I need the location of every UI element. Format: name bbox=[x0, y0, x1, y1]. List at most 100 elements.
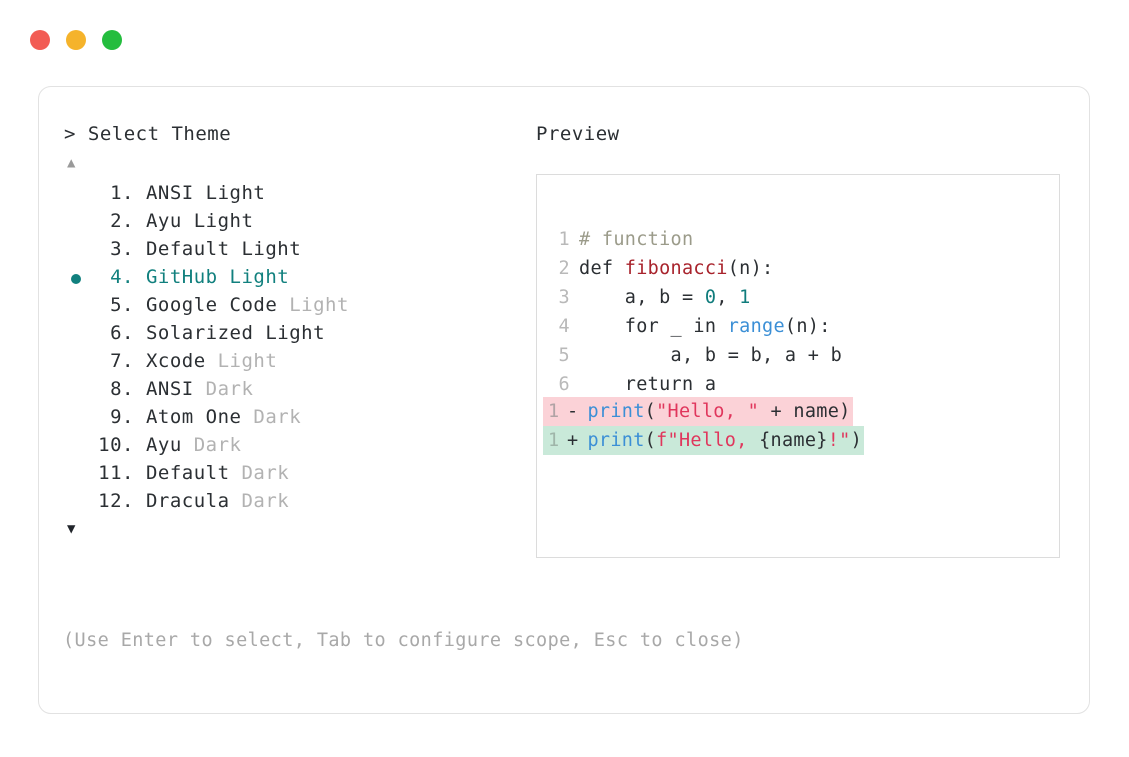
theme-item-number: 3. bbox=[110, 238, 134, 260]
diff-sign: - bbox=[567, 401, 579, 422]
theme-list-item[interactable]: 11. Default Dark bbox=[64, 459, 524, 487]
theme-item-variant: Light bbox=[193, 210, 254, 232]
diff-line-added: 1 + print(f"Hello, {name}!") bbox=[543, 426, 865, 455]
code-line: 5 a, b = b, a + b bbox=[554, 341, 842, 370]
keyboard-hint: (Use Enter to select, Tab to configure s… bbox=[63, 630, 744, 651]
theme-item-number: 6. bbox=[110, 322, 134, 344]
code-line: 4 for _ in range(n): bbox=[554, 312, 842, 341]
code-token: (n): bbox=[784, 316, 831, 337]
theme-item-variant: Light bbox=[229, 266, 290, 288]
theme-item-variant: Dark bbox=[253, 406, 302, 428]
code-line-number: 4 bbox=[558, 316, 570, 337]
theme-list-item[interactable]: 3. Default Light bbox=[64, 235, 524, 263]
theme-item-variant: Dark bbox=[241, 490, 290, 512]
diff-token: + name) bbox=[759, 401, 851, 422]
theme-list-item[interactable]: 5. Google Code Light bbox=[64, 291, 524, 319]
theme-list-item[interactable]: 8. ANSI Dark bbox=[64, 375, 524, 403]
theme-item-name: ANSI bbox=[134, 182, 206, 204]
code-token: def bbox=[579, 258, 625, 279]
theme-item-number: 10. bbox=[98, 434, 134, 456]
theme-item-variant: Light bbox=[265, 322, 326, 344]
diff-line-number: 1 bbox=[548, 430, 560, 451]
theme-list-item[interactable]: 12. Dracula Dark bbox=[64, 487, 524, 515]
code-line: 1 # function bbox=[554, 225, 842, 254]
code-line: 6 return a bbox=[554, 370, 842, 399]
code-line-number: 3 bbox=[558, 287, 570, 308]
diff-sample: 1-print("Hello, " + name)1+print(f"Hello… bbox=[543, 397, 865, 455]
theme-list-item[interactable]: 7. Xcode Light bbox=[64, 347, 524, 375]
code-line: 2 def fibonacci(n): bbox=[554, 254, 842, 283]
theme-item-variant: Dark bbox=[205, 378, 254, 400]
theme-item-number: 1. bbox=[110, 182, 134, 204]
theme-item-number: 9. bbox=[110, 406, 134, 428]
diff-token: print bbox=[587, 401, 645, 422]
diff-token: {name} bbox=[759, 430, 828, 451]
theme-item-number: 8. bbox=[110, 378, 134, 400]
window-traffic-lights bbox=[30, 30, 122, 50]
theme-item-number: 12. bbox=[98, 490, 134, 512]
theme-list-item[interactable]: 9. Atom One Dark bbox=[64, 403, 524, 431]
theme-item-name: Ayu bbox=[134, 210, 194, 232]
theme-item-name: Solarized bbox=[134, 322, 266, 344]
code-line: 3 a, b = 0, 1 bbox=[554, 283, 842, 312]
diff-token: !" bbox=[827, 430, 851, 451]
code-token: return a bbox=[579, 374, 717, 395]
code-token: # function bbox=[579, 229, 694, 250]
code-line-number: 2 bbox=[558, 258, 570, 279]
code-token: fibonacci bbox=[624, 258, 728, 279]
theme-list-item[interactable]: 6. Solarized Light bbox=[64, 319, 524, 347]
selected-bullet-icon bbox=[71, 274, 81, 284]
theme-item-name: Xcode bbox=[134, 350, 218, 372]
diff-token: f"Hello, bbox=[656, 430, 760, 451]
close-window-button[interactable] bbox=[30, 30, 50, 50]
diff-sign: + bbox=[567, 430, 579, 451]
code-line-number: 1 bbox=[558, 229, 570, 250]
theme-item-name: GitHub bbox=[134, 266, 230, 288]
theme-item-variant: Light bbox=[217, 350, 278, 372]
theme-list-item[interactable]: 2. Ayu Light bbox=[64, 207, 524, 235]
theme-item-variant: Light bbox=[289, 294, 349, 316]
code-line-number: 5 bbox=[558, 345, 570, 366]
code-token: (n): bbox=[727, 258, 774, 279]
theme-item-variant: Dark bbox=[193, 434, 242, 456]
preview-label: Preview bbox=[536, 123, 620, 145]
code-token: a, b = bbox=[579, 287, 705, 308]
code-line-number: 6 bbox=[558, 374, 570, 395]
code-token: 0 bbox=[704, 287, 717, 308]
theme-item-variant: Dark bbox=[241, 462, 290, 484]
minimize-window-button[interactable] bbox=[66, 30, 86, 50]
scroll-down-icon[interactable]: ▼ bbox=[67, 521, 76, 537]
theme-item-name: Atom One bbox=[134, 406, 254, 428]
theme-item-number: 2. bbox=[110, 210, 134, 232]
code-token: a, b = b, a + b bbox=[579, 345, 843, 366]
theme-item-variant: Light bbox=[241, 238, 302, 260]
theme-item-number: 7. bbox=[110, 350, 134, 372]
diff-token: ( bbox=[644, 430, 657, 451]
diff-token: ) bbox=[850, 430, 863, 451]
theme-list-item[interactable]: 1. ANSI Light bbox=[64, 179, 524, 207]
theme-item-name: Dracula bbox=[134, 490, 242, 512]
diff-line-number: 1 bbox=[548, 401, 560, 422]
theme-list-item[interactable]: 4. GitHub Light bbox=[64, 263, 524, 291]
theme-list-item[interactable]: 10. Ayu Dark bbox=[64, 431, 524, 459]
maximize-window-button[interactable] bbox=[102, 30, 122, 50]
code-token: 1 bbox=[739, 287, 751, 308]
code-token: for _ in bbox=[579, 316, 728, 337]
theme-item-name: Google Code bbox=[134, 294, 290, 316]
page-title: > Select Theme bbox=[64, 123, 232, 145]
code-token: range bbox=[727, 316, 785, 337]
theme-item-name: Default bbox=[134, 238, 242, 260]
theme-item-name: ANSI bbox=[134, 378, 206, 400]
scroll-up-icon[interactable]: ▲ bbox=[67, 155, 76, 171]
diff-token: "Hello, " bbox=[656, 401, 760, 422]
diff-token: ( bbox=[644, 401, 657, 422]
theme-item-number: 5. bbox=[110, 294, 134, 316]
diff-token: print bbox=[587, 430, 645, 451]
theme-item-number: 4. bbox=[110, 266, 134, 288]
